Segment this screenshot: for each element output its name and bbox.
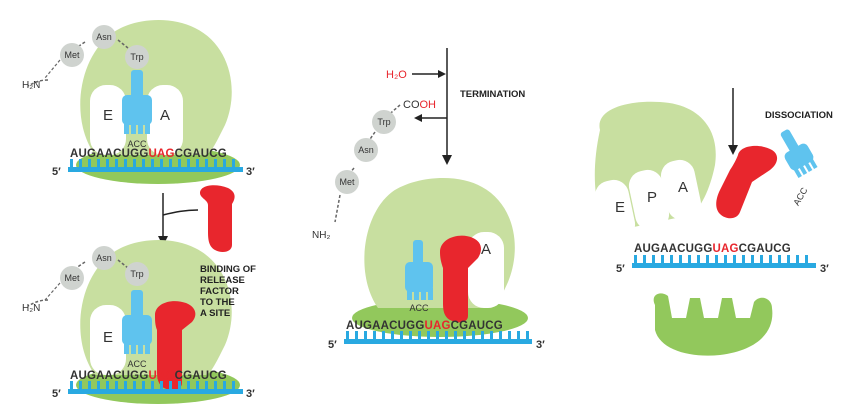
a-site-pocket	[147, 85, 183, 155]
release-factor-released	[716, 145, 778, 219]
e-site-pocket	[90, 305, 126, 375]
amino-acid-trp	[372, 110, 396, 134]
three-prime-label: 3′	[820, 263, 829, 275]
carboxyl-label: COOH	[403, 99, 436, 111]
asn-label: Asn	[96, 253, 112, 263]
mrna-strand	[68, 389, 243, 394]
termination-caption: TERMINATION	[460, 89, 525, 100]
met-label: Met	[339, 177, 355, 187]
mrna-sequence: AUGAACUGGUAGCGAUCG	[70, 370, 227, 382]
small-subunit	[352, 299, 528, 337]
arrow-to-panel2	[158, 193, 199, 246]
met-label: Met	[64, 273, 80, 283]
release-factor-bound	[155, 301, 196, 391]
five-prime-label: 5′	[52, 388, 61, 400]
five-prime-label: 5′	[328, 339, 337, 351]
p-site-label: P	[647, 189, 657, 206]
amino-acid-asn	[92, 246, 116, 270]
three-prime-label: 3′	[246, 166, 255, 178]
five-prime-label: 5′	[616, 263, 625, 275]
anticodon-label: ACC	[127, 359, 147, 369]
n-terminus-bond	[44, 59, 61, 79]
three-prime-label: 3′	[246, 388, 255, 400]
panel-dissociation: DISSOCIATION E P A ACC	[594, 88, 833, 356]
amino-acid-met	[60, 43, 84, 67]
five-prime-label: 5′	[52, 166, 61, 178]
trna	[122, 290, 152, 354]
mrna-sequence: AUGAACUGGUAGCGAUCG	[634, 243, 791, 255]
trp-label: Trp	[130, 52, 143, 62]
trp-label: Trp	[130, 269, 143, 279]
amino-acid-trp	[125, 45, 149, 69]
asn-label: Asn	[96, 32, 112, 42]
mrna-teeth	[70, 159, 235, 167]
three-prime-label: 3′	[536, 339, 545, 351]
n-terminus-label: H₂N	[22, 80, 40, 91]
mrna-sequence: AUGAACUGGUAGCGAUCG	[70, 148, 227, 160]
n-terminus-bond	[44, 282, 61, 301]
mrna-strand	[344, 339, 532, 344]
dissociation-caption: DISSOCIATION	[765, 110, 833, 121]
n-terminus-label: H₂N	[22, 303, 40, 314]
amino-acid-met	[335, 170, 359, 194]
water-label: H₂O	[386, 69, 407, 81]
small-subunit	[76, 366, 240, 404]
panel-termination: H₂O TERMINATION COOH Trp Asn Met NH₂ A A…	[312, 48, 545, 351]
amino-acid-asn	[354, 138, 378, 162]
peptide-chain	[334, 104, 401, 223]
e-site-label: E	[103, 107, 113, 124]
trna-released	[780, 129, 818, 179]
e-site-pocket	[90, 85, 126, 155]
mrna-teeth	[346, 331, 529, 339]
trna	[405, 240, 433, 300]
trp-label: Trp	[377, 117, 390, 127]
site-pockets	[594, 159, 702, 241]
anticodon-label: ACC	[127, 139, 147, 149]
asn-label: Asn	[358, 145, 374, 155]
small-subunit	[653, 293, 773, 356]
release-factor-free	[200, 185, 235, 253]
mrna-sequence: AUGAACUGGUAGCGAUCG	[346, 320, 503, 332]
mrna-strand	[632, 263, 816, 268]
mrna-strand	[68, 167, 243, 172]
a-site-label: A	[160, 107, 170, 124]
anticodon-label: ACC	[791, 185, 809, 207]
small-subunit	[76, 146, 240, 184]
met-label: Met	[64, 50, 80, 60]
a-site-label: A	[678, 179, 688, 196]
amino-acid-trp	[125, 262, 149, 286]
e-site-label: E	[615, 199, 625, 216]
e-site-label: E	[103, 329, 113, 346]
release-factor-bound	[440, 235, 481, 323]
n-terminus-label: NH₂	[312, 230, 330, 241]
amino-acid-asn	[92, 25, 116, 49]
a-site-label: A	[481, 241, 491, 258]
mrna-teeth	[70, 381, 235, 389]
anticodon-label: ACC	[409, 303, 429, 313]
binding-caption: BINDING OF RELEASE FACTOR TO THE A SITE	[200, 264, 259, 319]
trna	[122, 70, 152, 134]
panel-release-factor-bound: E ACC Met Asn Trp H₂N AUGAACUGGUAGCGAUCG	[22, 239, 259, 404]
panel-ribosome-pretermination: E A ACC Met Asn Trp H₂N AUGAAC	[22, 19, 255, 184]
amino-acid-met	[60, 266, 84, 290]
peptide-chain	[27, 39, 129, 87]
peptide-chain	[27, 259, 129, 307]
mrna-teeth	[634, 255, 808, 263]
